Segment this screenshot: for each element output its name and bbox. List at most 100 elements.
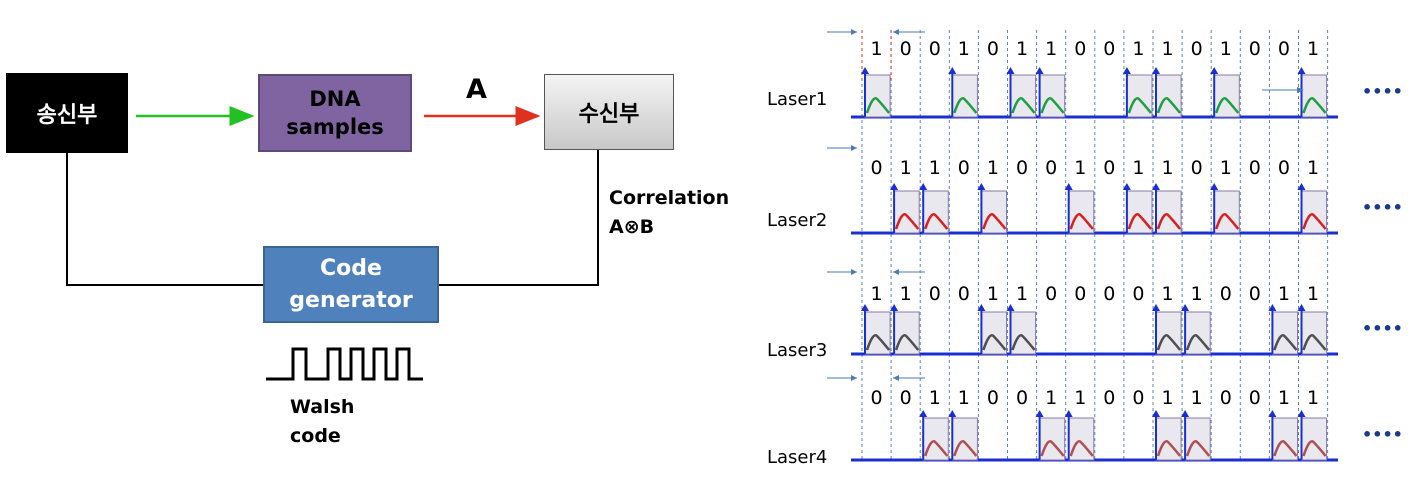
pulse-response-curve bbox=[1011, 334, 1036, 351]
bit-label: 0 bbox=[1016, 387, 1028, 409]
pulse-arrowhead bbox=[1035, 67, 1044, 74]
pulse-arrowhead bbox=[1006, 67, 1015, 74]
pulse-response-curve bbox=[1215, 213, 1240, 230]
receiver-box: 수신부 bbox=[544, 74, 674, 150]
bit-label: 1 bbox=[1074, 387, 1086, 409]
pulse-arrowhead bbox=[1122, 183, 1131, 190]
pulse-response-curve bbox=[1156, 97, 1182, 114]
pulse-response-curve bbox=[1040, 440, 1065, 457]
pulse-response-curve bbox=[1156, 334, 1182, 351]
pulse-response-curve bbox=[1011, 97, 1036, 114]
laser-label-3: Laser3 bbox=[767, 340, 827, 361]
bit-label: 1 bbox=[1016, 283, 1028, 305]
pulse-response-curve bbox=[894, 213, 920, 230]
pulse-arrowhead bbox=[919, 183, 928, 190]
pulse-response-curve bbox=[1302, 440, 1327, 457]
bit-label: 0 bbox=[1074, 283, 1086, 305]
pulse-arrowhead bbox=[948, 410, 957, 417]
bit-label: 1 bbox=[1191, 283, 1203, 305]
bit-label: 0 bbox=[1249, 283, 1261, 305]
bit-label: 1 bbox=[958, 387, 970, 409]
slot-cue-arrowhead bbox=[851, 375, 857, 381]
pulse-response-curve bbox=[953, 440, 978, 457]
slot-cue-arrowhead bbox=[851, 29, 857, 35]
bit-label: 1 bbox=[1307, 157, 1319, 179]
bit-label: 1 bbox=[871, 38, 883, 60]
pulse-response-curve bbox=[865, 97, 891, 114]
bit-label: 0 bbox=[1045, 157, 1057, 179]
bit-label: 1 bbox=[1162, 38, 1174, 60]
pulse-response-curve bbox=[1040, 97, 1065, 114]
pulse-arrowhead bbox=[1297, 183, 1306, 190]
pulse-arrowhead bbox=[948, 67, 957, 74]
pulse-arrowhead bbox=[1122, 67, 1131, 74]
bit-label: 1 bbox=[1220, 38, 1232, 60]
pulse-arrowhead bbox=[977, 304, 986, 311]
pulse-arrowhead bbox=[1210, 67, 1219, 74]
continuation-dots: •••• bbox=[1362, 319, 1403, 338]
bit-label: 1 bbox=[1132, 157, 1144, 179]
signal-a-label: A bbox=[466, 74, 487, 105]
pulse-arrowhead bbox=[1297, 304, 1306, 311]
bit-label: 0 bbox=[1103, 157, 1115, 179]
pulse-response-curve bbox=[1185, 334, 1211, 351]
bit-label: 0 bbox=[1103, 283, 1115, 305]
bit-label: 0 bbox=[1249, 38, 1261, 60]
pulse-arrowhead bbox=[1268, 410, 1277, 417]
walsh-code-waveform bbox=[266, 347, 423, 381]
bit-label: 1 bbox=[1162, 157, 1174, 179]
pulse-arrowhead bbox=[1181, 304, 1190, 311]
bit-label: 1 bbox=[1162, 283, 1174, 305]
bit-label: 1 bbox=[958, 38, 970, 60]
pulse-response-curve bbox=[1273, 334, 1298, 351]
bit-label: 0 bbox=[1016, 157, 1028, 179]
bit-label: 0 bbox=[871, 387, 883, 409]
tx-to-codegen-line bbox=[66, 153, 263, 286]
bit-label: 1 bbox=[1307, 387, 1319, 409]
code-generator-box: Code generator bbox=[263, 246, 439, 323]
bit-label: 1 bbox=[1074, 157, 1086, 179]
pulse-response-curve bbox=[1302, 334, 1327, 351]
bit-label: 1 bbox=[1162, 387, 1174, 409]
bit-label: 0 bbox=[1278, 38, 1290, 60]
bit-label: 1 bbox=[900, 283, 912, 305]
bit-label: 0 bbox=[1074, 38, 1086, 60]
pulse-arrowhead bbox=[919, 410, 928, 417]
pulse-response-curve bbox=[1069, 440, 1094, 457]
bit-label: 1 bbox=[900, 157, 912, 179]
transmitter-box: 송신부 bbox=[6, 73, 128, 153]
bit-label: 0 bbox=[1132, 387, 1144, 409]
laser-label-1: Laser1 bbox=[767, 89, 827, 110]
bit-label: 0 bbox=[900, 38, 912, 60]
pulse-response-curve bbox=[894, 334, 920, 351]
pulse-arrowhead bbox=[1152, 67, 1160, 74]
block-diagram-lines bbox=[66, 106, 599, 381]
pulse-response-curve bbox=[982, 334, 1007, 351]
pulse-response-curve bbox=[1156, 440, 1182, 457]
pulse-arrowhead bbox=[1152, 183, 1160, 190]
bit-label: 1 bbox=[1278, 387, 1290, 409]
pulse-response-curve bbox=[865, 334, 891, 351]
dna-samples-label: DNA samples bbox=[286, 87, 384, 139]
bit-label: 1 bbox=[929, 387, 941, 409]
pulse-arrowhead bbox=[1297, 67, 1306, 74]
pulse-response-curve bbox=[1215, 97, 1240, 114]
dna-samples-box: DNA samples bbox=[258, 74, 412, 152]
pulse-response-curve bbox=[1127, 213, 1152, 230]
bit-label: 0 bbox=[987, 38, 999, 60]
slot-cue-arrowhead bbox=[893, 375, 899, 381]
pulse-arrowhead bbox=[1064, 183, 1073, 190]
bit-label: 0 bbox=[958, 283, 970, 305]
bit-label: 0 bbox=[1191, 38, 1203, 60]
pulse-response-curve bbox=[924, 213, 949, 230]
bit-label: 0 bbox=[929, 38, 941, 60]
pulse-arrowhead bbox=[861, 67, 869, 74]
bit-label: 1 bbox=[1191, 387, 1203, 409]
pulse-arrowhead bbox=[890, 183, 899, 190]
bit-label: 0 bbox=[1132, 283, 1144, 305]
bit-label: 0 bbox=[1278, 157, 1290, 179]
slot-cue-arrowhead bbox=[893, 29, 899, 35]
bit-label: 1 bbox=[987, 157, 999, 179]
pulse-arrowhead bbox=[1210, 183, 1219, 190]
